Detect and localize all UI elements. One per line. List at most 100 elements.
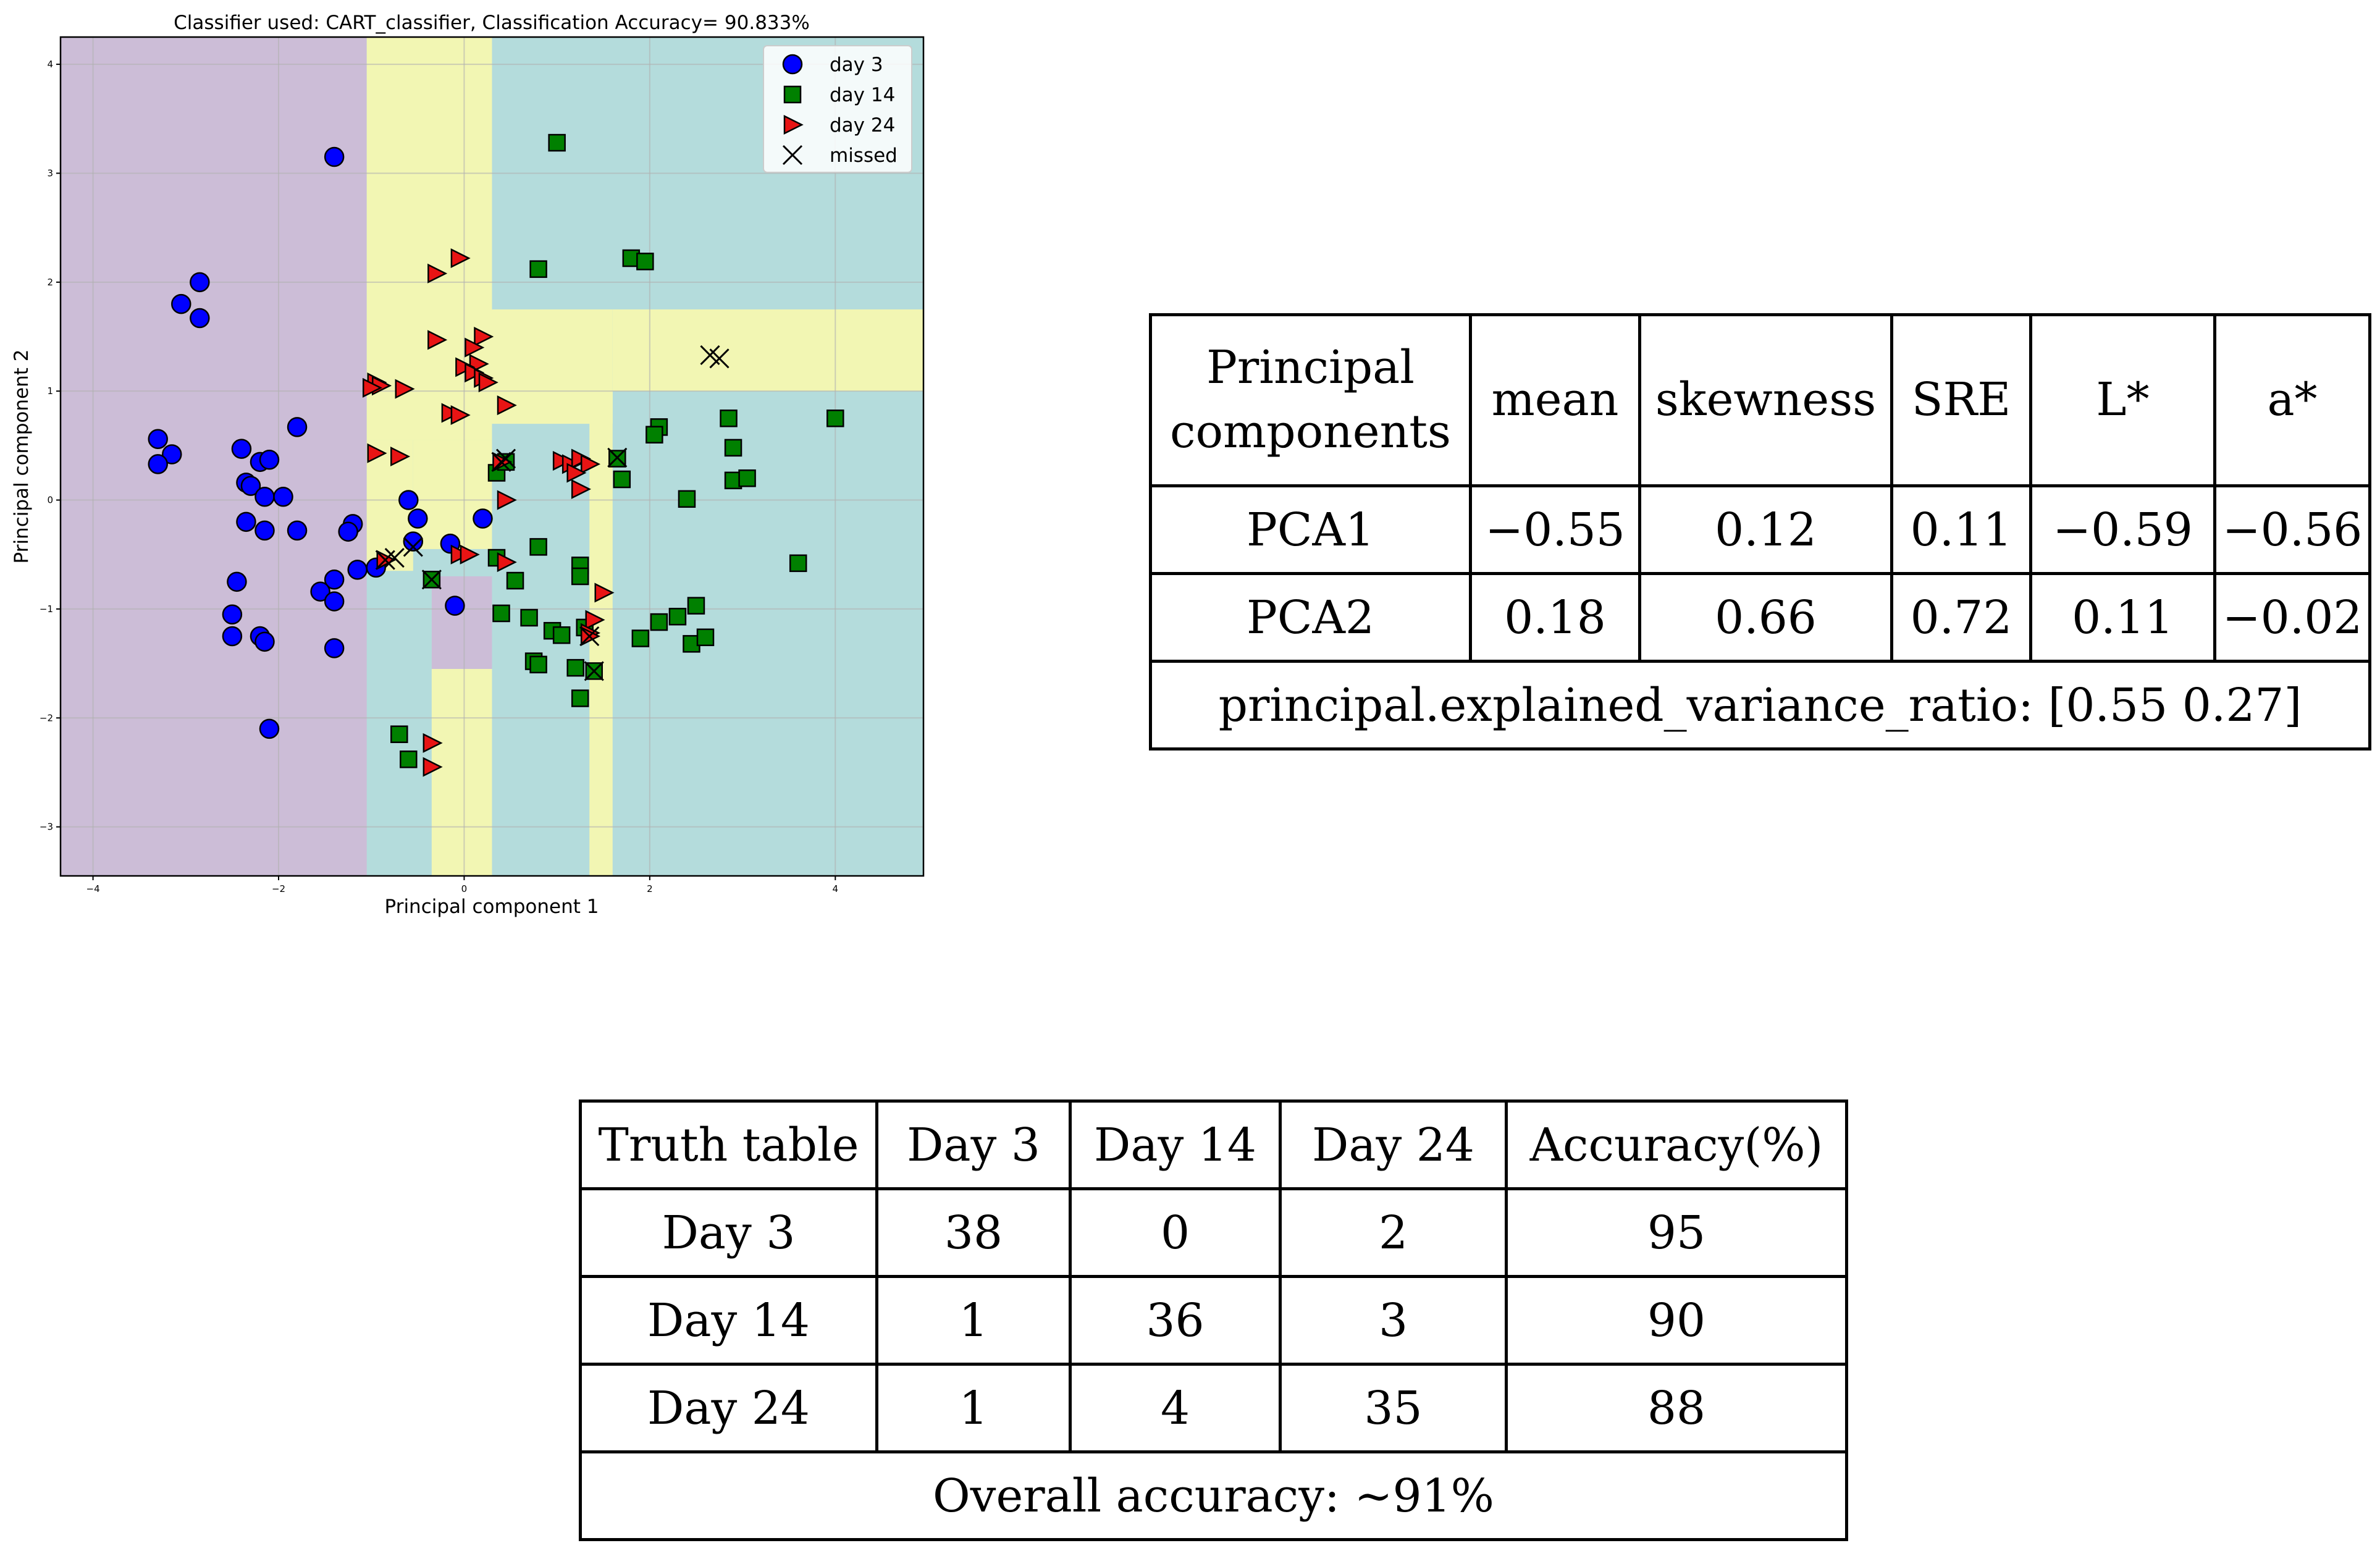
table-header-cell: skewness (1638, 313, 1893, 487)
x-tick-label: −4 (86, 883, 100, 894)
point-day-14 (571, 567, 589, 586)
point-day-3 (190, 272, 210, 293)
legend-entry: missed (782, 145, 898, 167)
point-day-3 (240, 476, 261, 496)
point-day-14 (529, 538, 547, 556)
pca-loadings-table: Principal components mean skewness SRE L… (1149, 313, 2371, 750)
point-day-24 (450, 405, 471, 426)
point-day-3 (222, 626, 243, 647)
table-cell: 0.18 (1469, 572, 1641, 663)
table-cell: 95 (1505, 1187, 1848, 1278)
point-day-24 (395, 379, 415, 399)
legend-label: day 3 (830, 54, 883, 76)
point-day-3 (473, 508, 493, 529)
legend-marker (782, 54, 803, 75)
point-day-14 (390, 725, 408, 743)
point-day-24 (450, 248, 471, 269)
explained-variance-cell: principal.explained_variance_ratio: [0.5… (1149, 660, 2371, 750)
point-day-14 (696, 628, 715, 647)
legend-marker (783, 114, 804, 135)
point-day-24 (497, 490, 517, 510)
table-cell: PCA1 (1149, 484, 1472, 575)
x-tick-label: 4 (833, 883, 839, 894)
y-tick-label: 1 (47, 385, 53, 397)
table-cell: −0.55 (1469, 484, 1641, 575)
header-line: components (1170, 405, 1451, 458)
table-header-cell: Day 24 (1279, 1099, 1508, 1190)
table-cell: −0.56 (2213, 484, 2371, 575)
table-cell: 1 (875, 1275, 1072, 1366)
point-day-3 (227, 571, 247, 592)
table-row: PCA2 0.18 0.66 0.72 0.11 −0.02 (1149, 572, 2371, 663)
point-day-14 (724, 439, 742, 457)
x-axis-label: Principal component 1 (385, 896, 599, 918)
region-day-24 (612, 309, 923, 392)
point-day-3 (310, 581, 330, 602)
point-day-3 (445, 595, 465, 616)
y-tick-label: −1 (40, 603, 53, 615)
point-day-3 (273, 487, 293, 507)
point-day-3 (324, 570, 345, 590)
point-day-14 (789, 554, 807, 573)
legend-marker (782, 145, 803, 166)
x-tick-label: 0 (461, 883, 468, 894)
point-day-3 (222, 604, 243, 624)
point-day-3 (190, 308, 210, 329)
point-day-3 (148, 454, 168, 474)
point-day-3 (398, 490, 419, 510)
y-tick-label: 4 (47, 59, 53, 70)
point-missed (491, 452, 511, 472)
table-cell: 4 (1069, 1363, 1282, 1453)
point-day-14 (520, 608, 538, 627)
point-day-3 (324, 638, 345, 658)
legend-label: day 14 (830, 84, 895, 106)
point-day-3 (338, 521, 358, 542)
point-day-3 (162, 444, 182, 465)
point-day-24 (390, 446, 411, 467)
table-cell: 1 (875, 1363, 1072, 1453)
point-day-14 (650, 613, 668, 631)
point-missed (584, 661, 604, 681)
table-footer-row: principal.explained_variance_ratio: [0.5… (1149, 660, 2371, 750)
point-day-24 (423, 733, 443, 753)
point-day-14 (687, 597, 705, 615)
table-footer-row: Overall accuracy: ~91% (579, 1450, 1848, 1541)
y-tick-label: −2 (40, 712, 53, 723)
point-day-14 (492, 604, 510, 623)
point-day-3 (403, 531, 424, 552)
table-cell: PCA2 (1149, 572, 1472, 663)
point-day-24 (580, 454, 601, 474)
point-day-3 (259, 450, 280, 470)
point-day-14 (636, 253, 654, 271)
region-day-3 (431, 576, 492, 669)
table-row: Day 3 38 0 2 95 (579, 1187, 1848, 1278)
table-cell: 90 (1505, 1275, 1848, 1366)
table-cell: 3 (1279, 1275, 1508, 1366)
point-day-24 (566, 463, 587, 483)
point-day-24 (367, 443, 387, 463)
x-tick-label: −2 (272, 883, 285, 894)
y-tick-label: −3 (40, 822, 53, 833)
legend-marker (783, 85, 802, 104)
point-day-3 (408, 508, 428, 529)
region-day-24 (413, 440, 492, 549)
legend-entry: day 3 (782, 54, 883, 76)
point-day-24 (474, 326, 494, 347)
point-missed (579, 626, 600, 647)
table-row: PCA1 −0.55 0.12 0.11 −0.59 −0.56 (1149, 484, 2371, 575)
table-cell: Day 24 (579, 1363, 878, 1453)
table-header-cell: Truth table (579, 1099, 878, 1190)
table-header-cell: Day 3 (875, 1099, 1072, 1190)
data-points (148, 133, 844, 777)
point-day-3 (287, 417, 308, 437)
legend-label: missed (830, 145, 898, 167)
table-header-cell: Accuracy(%) (1505, 1099, 1848, 1190)
table-header-row: Truth table Day 3 Day 14 Day 24 Accuracy… (579, 1099, 1848, 1190)
table-cell: 35 (1279, 1363, 1508, 1453)
point-day-3 (148, 429, 168, 450)
table-cell: 88 (1505, 1363, 1848, 1453)
y-tick-label: 3 (47, 167, 53, 179)
point-missed (421, 570, 442, 590)
